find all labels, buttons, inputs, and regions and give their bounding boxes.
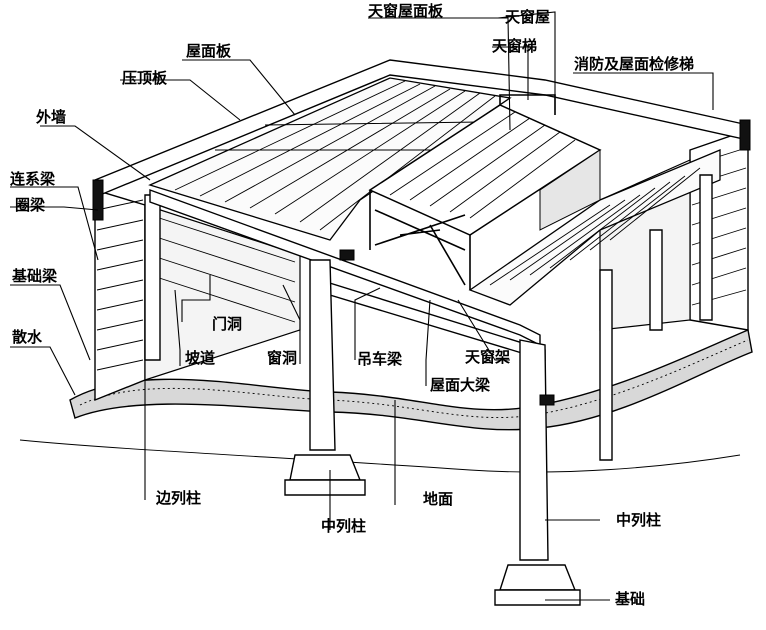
label-roof-panel: 屋面板 (186, 42, 232, 60)
label-ring-beam: 圈梁 (15, 196, 46, 214)
roof-parapet (92, 59, 751, 221)
structure (144, 174, 713, 606)
label-skylight-ladder: 天窗梯 (492, 37, 537, 55)
label-middle-column-left: 中列柱 (321, 517, 366, 535)
label-skylight-frame: 天窗架 (465, 348, 510, 366)
label-roof-girder: 屋面大梁 (430, 376, 491, 394)
label-edge-column: 边列柱 (155, 489, 201, 507)
label-outer-wall: 外墙 (35, 108, 66, 126)
label-window-opening: 窗洞 (267, 349, 297, 367)
label-ground: 地面 (423, 490, 453, 508)
label-foundation-beam: 基础梁 (11, 267, 58, 285)
roof-panels (148, 77, 721, 306)
label-ramp: 坡道 (185, 349, 215, 367)
label-tie-beam: 连系梁 (10, 170, 56, 188)
label-coping-slab: 压顶板 (122, 69, 168, 87)
skylight (368, 94, 602, 290)
label-crane-beam: 吊车梁 (357, 350, 403, 368)
label-skylight-roof-panel: 天窗屋面板 (368, 2, 444, 20)
labels: 天窗屋面板 天窗屋 屋面板 天窗梯 压顶板 消防及屋面检修梯 外墙 连系梁 圈梁… (10, 2, 694, 608)
label-apron: 散水 (12, 328, 43, 346)
label-skylight-house: 天窗屋 (505, 8, 550, 26)
label-foundation: 基础 (614, 590, 645, 608)
label-fire-ladder: 消防及屋面检修梯 (574, 55, 694, 73)
label-middle-column-right: 中列柱 (616, 511, 661, 529)
label-door-opening: 门洞 (212, 315, 242, 333)
leader-lines (10, 11, 714, 601)
